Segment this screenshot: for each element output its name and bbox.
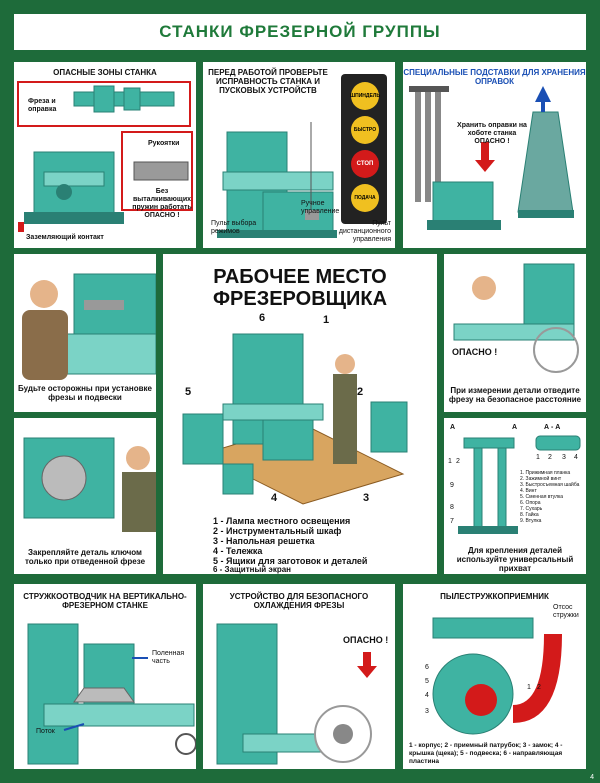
coolant-illustration <box>216 623 377 765</box>
label-flow: Поток <box>36 728 55 735</box>
panel-cutter-install: Будьте осторожны при установке фрезы и п… <box>14 254 156 412</box>
label-manual-control: Ручное управление <box>301 200 340 215</box>
legend-item-1: 1 - Лампа местного освещения <box>213 516 351 526</box>
num-left-7: 7 <box>450 518 454 525</box>
label-springs-warning: Без выталкивающих пружин работать ОПАСНО… <box>132 188 192 219</box>
button-stop-label: СТОП <box>356 161 374 167</box>
panel-arbor-stands: СПЕЦИАЛЬНЫЕ ПОДСТАВКИ ДЛЯ ХРАНЕНИЯ ОПРАВ… <box>403 62 586 248</box>
part-3: 3. Быстросъемная шайба <box>520 482 580 488</box>
caption: Закрепляйте деталь ключом только при отв… <box>24 548 146 566</box>
panel-title: ПЕРЕД РАБОТОЙ ПРОВЕРЬТЕ ИСПРАВНОСТЬ СТАН… <box>208 68 328 95</box>
part-1: 1. Прижимная планка <box>520 470 571 476</box>
panel-measuring: ОПАСНО ! При измерении детали отведите ф… <box>444 254 586 412</box>
num-left-1: 1 <box>448 458 452 465</box>
num-left-9: 9 <box>450 482 454 489</box>
mark-6: 6 <box>259 312 266 324</box>
worker-illustration <box>22 273 156 380</box>
mark-2: 2 <box>357 386 364 398</box>
legend-item-2: 2 - Инструментальный шкаф <box>213 526 342 536</box>
page-number: 4 <box>590 774 594 781</box>
button-stop[interactable]: СТОП <box>351 150 379 178</box>
caption: Для крепления деталей используйте универ… <box>456 546 574 573</box>
label-mode-panel: Пульт выбора режимов <box>211 220 257 235</box>
part-2: 2. Зажимной винт <box>520 476 562 482</box>
part-9: 9. Втулка <box>520 518 542 524</box>
panel-workplace: РАБОЧЕЕ МЕСТО ФРЕЗЕРОВЩИКА 6 1 2 5 4 3 1… <box>163 254 437 574</box>
center-title-line1: РАБОЧЕЕ МЕСТО <box>213 266 387 288</box>
panel-clamp-key: Закрепляйте деталь ключом только при отв… <box>14 418 156 574</box>
num-right-3: 3 <box>562 454 566 461</box>
num-left-2: 2 <box>456 458 460 465</box>
collector-illustration <box>432 617 562 735</box>
panel-danger-zones: ОПАСНЫЕ ЗОНЫ СТАНКА Фреза и оправка Руко… <box>14 62 196 248</box>
part-6: 6. Опора <box>520 500 541 506</box>
button-fast-label: БЫСТРО <box>353 127 377 133</box>
clamp-drawing <box>458 435 581 534</box>
mark-3: 3 <box>363 492 370 504</box>
panel-title: УСТРОЙСТВО ДЛЯ БЕЗОПАСНОГО ОХЛАЖДЕНИЯ ФР… <box>229 592 369 610</box>
label-chip-suction: Отсос стружки <box>553 604 579 619</box>
legend-item-6: 6 - Защитный экран <box>213 565 291 574</box>
num-right-1: 1 <box>536 454 540 461</box>
collector-legend: 1 - корпус; 2 - приемный патрубок; 3 - з… <box>409 742 563 765</box>
button-feed[interactable]: ПОДАЧА <box>351 184 379 212</box>
button-fast[interactable]: БЫСТРО <box>351 116 379 144</box>
label-movable-part: Поленная часть <box>152 650 185 665</box>
panel-title: ПЫЛЕСТРУЖКОПРИЕМНИК <box>440 592 549 601</box>
num-1: 1 <box>527 684 531 691</box>
num-right-4: 4 <box>574 454 578 461</box>
workplace-illustration <box>182 333 408 505</box>
section-label: А - А <box>544 424 561 431</box>
mark-5: 5 <box>185 386 192 398</box>
section-mark-right: А <box>512 424 518 431</box>
caption: Будьте осторожны при установке фрезы и п… <box>18 384 152 402</box>
part-4: 4. Винт <box>520 488 537 494</box>
button-feed-label: ПОДАЧА <box>354 195 376 201</box>
legend-item-5: 5 - Ящики для заготовок и деталей <box>213 556 368 566</box>
num-2: 2 <box>537 684 541 691</box>
part-8: 8. Гайка <box>520 512 539 518</box>
button-spindle-label: ШПИНДЕЛЬ <box>350 93 380 99</box>
panel-title: СПЕЦИАЛЬНЫЕ ПОДСТАВКИ ДЛЯ ХРАНЕНИЯ ОПРАВ… <box>403 68 586 86</box>
num-6: 6 <box>425 664 429 671</box>
legend-item-4: 4 - Тележка <box>213 546 263 556</box>
label-cutter: Фреза и оправка <box>28 98 57 113</box>
panel-coolant-device: УСТРОЙСТВО ДЛЯ БЕЗОПАСНОГО ОХЛАЖДЕНИЯ ФР… <box>203 584 395 769</box>
mark-4: 4 <box>271 492 278 504</box>
caption: При измерении детали отведите фрезу на б… <box>448 386 582 404</box>
part-5: 5. Сменная втулка <box>520 494 564 500</box>
label-handles: Рукоятки <box>148 140 180 147</box>
clamp-illustration <box>23 437 156 532</box>
section-mark-left: А <box>450 424 456 431</box>
center-title-line2: ФРЕЗЕРОВЩИКА <box>212 288 388 310</box>
label-remote-panel: Пульт дистанционного управления <box>338 220 391 243</box>
stands-illustration <box>409 86 574 230</box>
label-danger: ОПАСНО ! <box>343 635 389 645</box>
mark-1: 1 <box>323 314 330 326</box>
label-ground-contact: Заземляющий контакт <box>26 234 104 241</box>
measuring-illustration <box>453 263 579 373</box>
panel-title: СТРУЖКООТВОДЧИК НА ВЕРТИКАЛЬНО-ФРЕЗЕРНОМ… <box>23 592 187 610</box>
deflector-illustration <box>27 623 196 765</box>
num-4: 4 <box>425 692 429 699</box>
button-spindle[interactable]: ШПИНДЕЛЬ <box>350 82 380 110</box>
num-right-2: 2 <box>548 454 552 461</box>
panel-title: ОПАСНЫЕ ЗОНЫ СТАНКА <box>53 68 157 77</box>
num-5: 5 <box>425 678 429 685</box>
panel-chip-deflector: СТРУЖКООТВОДЧИК НА ВЕРТИКАЛЬНО-ФРЕЗЕРНОМ… <box>14 584 196 769</box>
poster-title-bar: СТАНКИ ФРЕЗЕРНОЙ ГРУППЫ <box>14 14 586 50</box>
label-storage-warning: Хранить оправки на хоботе станка ОПАСНО … <box>457 122 527 145</box>
num-3: 3 <box>425 708 429 715</box>
legend-item-3: 3 - Напольная решетка <box>213 536 315 546</box>
machine-illustration <box>217 74 387 238</box>
num-left-8: 8 <box>450 504 454 511</box>
label-danger: ОПАСНО ! <box>452 347 498 357</box>
poster-title: СТАНКИ ФРЕЗЕРНОЙ ГРУППЫ <box>159 22 441 41</box>
panel-check-machine: ПЕРЕД РАБОТОЙ ПРОВЕРЬТЕ ИСПРАВНОСТЬ СТАН… <box>203 62 395 248</box>
machine-illustration <box>17 81 193 232</box>
panel-universal-clamp: А А А - А 1 2 9 8 7 1 2 3 4 1. Прижимная… <box>444 418 586 574</box>
part-7: 7. Сухарь <box>520 506 543 512</box>
panel-dust-collector: ПЫЛЕСТРУЖКОПРИЕМНИК Отсос стружки 6 5 4 … <box>403 584 586 769</box>
